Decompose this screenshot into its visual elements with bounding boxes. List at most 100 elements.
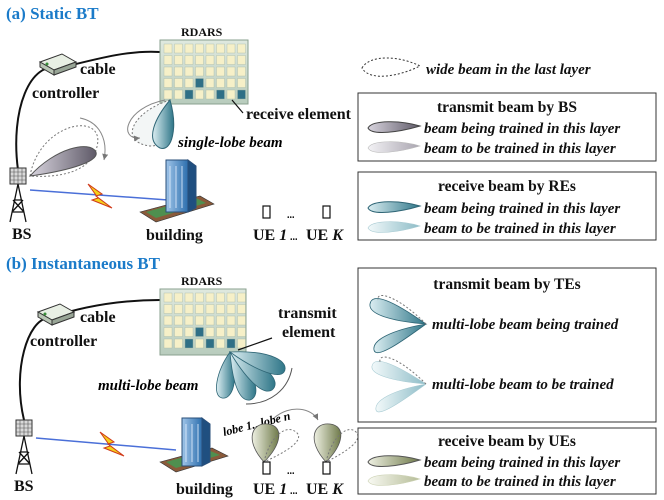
rdars-element xyxy=(226,66,236,77)
rdars-element xyxy=(216,43,225,54)
bs-legend-item1: beam being trained in this layer xyxy=(424,121,620,137)
re-legend-item1: beam being trained in this layer xyxy=(424,201,620,217)
rdars-element xyxy=(163,43,173,54)
ue-beam-trained-icon xyxy=(367,455,422,467)
te-legend-item2: multi-lobe beam to be trained xyxy=(432,377,614,393)
rdars-element xyxy=(226,43,236,54)
rdars-element xyxy=(195,66,204,77)
rdars-element xyxy=(195,315,204,326)
ue-legend-item2: beam to be trained in this layer xyxy=(424,474,616,490)
rdars-element xyxy=(163,304,173,314)
cable-line-b xyxy=(18,317,49,421)
ue-legend-item1: beam being trained in this layer xyxy=(424,455,620,471)
transmit-element-pointer xyxy=(237,337,273,351)
controller-device-icon-b xyxy=(36,303,76,326)
rdars-element xyxy=(184,292,194,303)
rdars-element xyxy=(205,292,215,303)
rdars-element xyxy=(216,66,225,77)
ue-ellipsis: ... xyxy=(287,210,295,221)
bs-label: BS xyxy=(12,226,32,243)
rdars-element xyxy=(163,292,173,303)
ue-1-label-b: UE 1 xyxy=(253,481,287,498)
rdars-active-element xyxy=(195,78,204,88)
rdars-element xyxy=(195,43,204,54)
rdars-element xyxy=(163,78,173,88)
rdars-element xyxy=(226,89,236,100)
rdars-element xyxy=(237,292,246,303)
ue-ellipsis-label-b: ... xyxy=(290,486,298,497)
rdars-element xyxy=(195,292,204,303)
ue-k-prefix-b: UE xyxy=(306,481,332,498)
re-legend-item2: beam to be trained in this layer xyxy=(424,221,616,237)
rdars-element xyxy=(216,55,225,65)
rdars-element xyxy=(174,327,183,337)
rdars-element xyxy=(163,327,173,337)
lightning-icon xyxy=(87,183,113,209)
bs-wide-beam xyxy=(28,117,109,177)
ue-phone-icon xyxy=(322,205,331,219)
rdars-active-element xyxy=(184,89,194,100)
building-icon xyxy=(139,159,215,223)
rdars-element xyxy=(237,78,246,88)
ue-k-label-b: UE K xyxy=(306,481,344,498)
bs-tower-icon-b xyxy=(15,419,33,475)
rdars-element xyxy=(184,43,194,54)
multi-lobe-beam xyxy=(216,351,293,405)
ue-phone-icon-b xyxy=(262,461,271,475)
rdars-active-element xyxy=(195,327,204,337)
bs-building-link-b xyxy=(35,437,177,451)
bs-tower-icon xyxy=(9,167,27,223)
element-label: element xyxy=(282,324,336,341)
rdars-element xyxy=(226,315,236,326)
lightning-icon-b xyxy=(99,431,125,457)
rdars-active-element xyxy=(205,338,215,349)
multi-lobe-label: multi-lobe beam xyxy=(98,378,198,394)
ue-phone-icon xyxy=(262,205,271,219)
rdars-element xyxy=(174,89,183,100)
rdars-element xyxy=(195,55,204,65)
rdars-element xyxy=(226,304,236,314)
rdars-element xyxy=(226,292,236,303)
ue-ellipsis-b: ... xyxy=(287,466,295,477)
rdars-element xyxy=(184,327,194,337)
rdars-element xyxy=(163,338,173,349)
rdars-element xyxy=(174,43,183,54)
te-legend-title: transmit beam by TEs xyxy=(433,276,580,293)
cable-line xyxy=(15,66,61,171)
rdars-element xyxy=(163,66,173,77)
rdars-element xyxy=(184,315,194,326)
re-legend-title: receive beam by REs xyxy=(438,178,576,195)
ue-k-index: K xyxy=(331,227,344,244)
rdars-element xyxy=(226,55,236,65)
re-beam-pending-icon xyxy=(367,221,422,233)
wide-beam-legend-icon xyxy=(361,57,422,77)
ue-phone-icon-b xyxy=(322,461,331,475)
section-b-title: (b) Instantaneous BT xyxy=(6,254,161,273)
cable-label-b: cable xyxy=(80,309,116,326)
rdars-element xyxy=(205,55,215,65)
rdars-element xyxy=(237,315,246,326)
te-legend-item1: multi-lobe beam being trained xyxy=(432,317,619,333)
ue-1-index-b: 1 xyxy=(279,481,287,498)
rdars-element xyxy=(216,315,225,326)
single-lobe-label: single-lobe beam xyxy=(177,135,283,151)
rdars-element xyxy=(174,292,183,303)
controller-device-icon xyxy=(38,53,78,76)
rdars-element xyxy=(216,338,225,349)
transmit-label: transmit xyxy=(278,305,337,322)
bs-legend-title: transmit beam by BS xyxy=(437,99,577,116)
rdars-label-b: RDARS xyxy=(181,274,223,288)
rdars-element xyxy=(163,55,173,65)
rdars-element xyxy=(226,78,236,88)
rdars-label: RDARS xyxy=(181,25,223,39)
receive-element-pointer xyxy=(231,99,244,114)
bs-beam-trained-icon xyxy=(367,121,422,133)
ue-1-prefix-b: UE xyxy=(253,481,279,498)
single-lobe-beam xyxy=(127,98,175,149)
ue-1-prefix: UE xyxy=(253,227,279,244)
rdars-element xyxy=(163,315,173,326)
rdars-element xyxy=(174,338,183,349)
rdars-element xyxy=(205,43,215,54)
